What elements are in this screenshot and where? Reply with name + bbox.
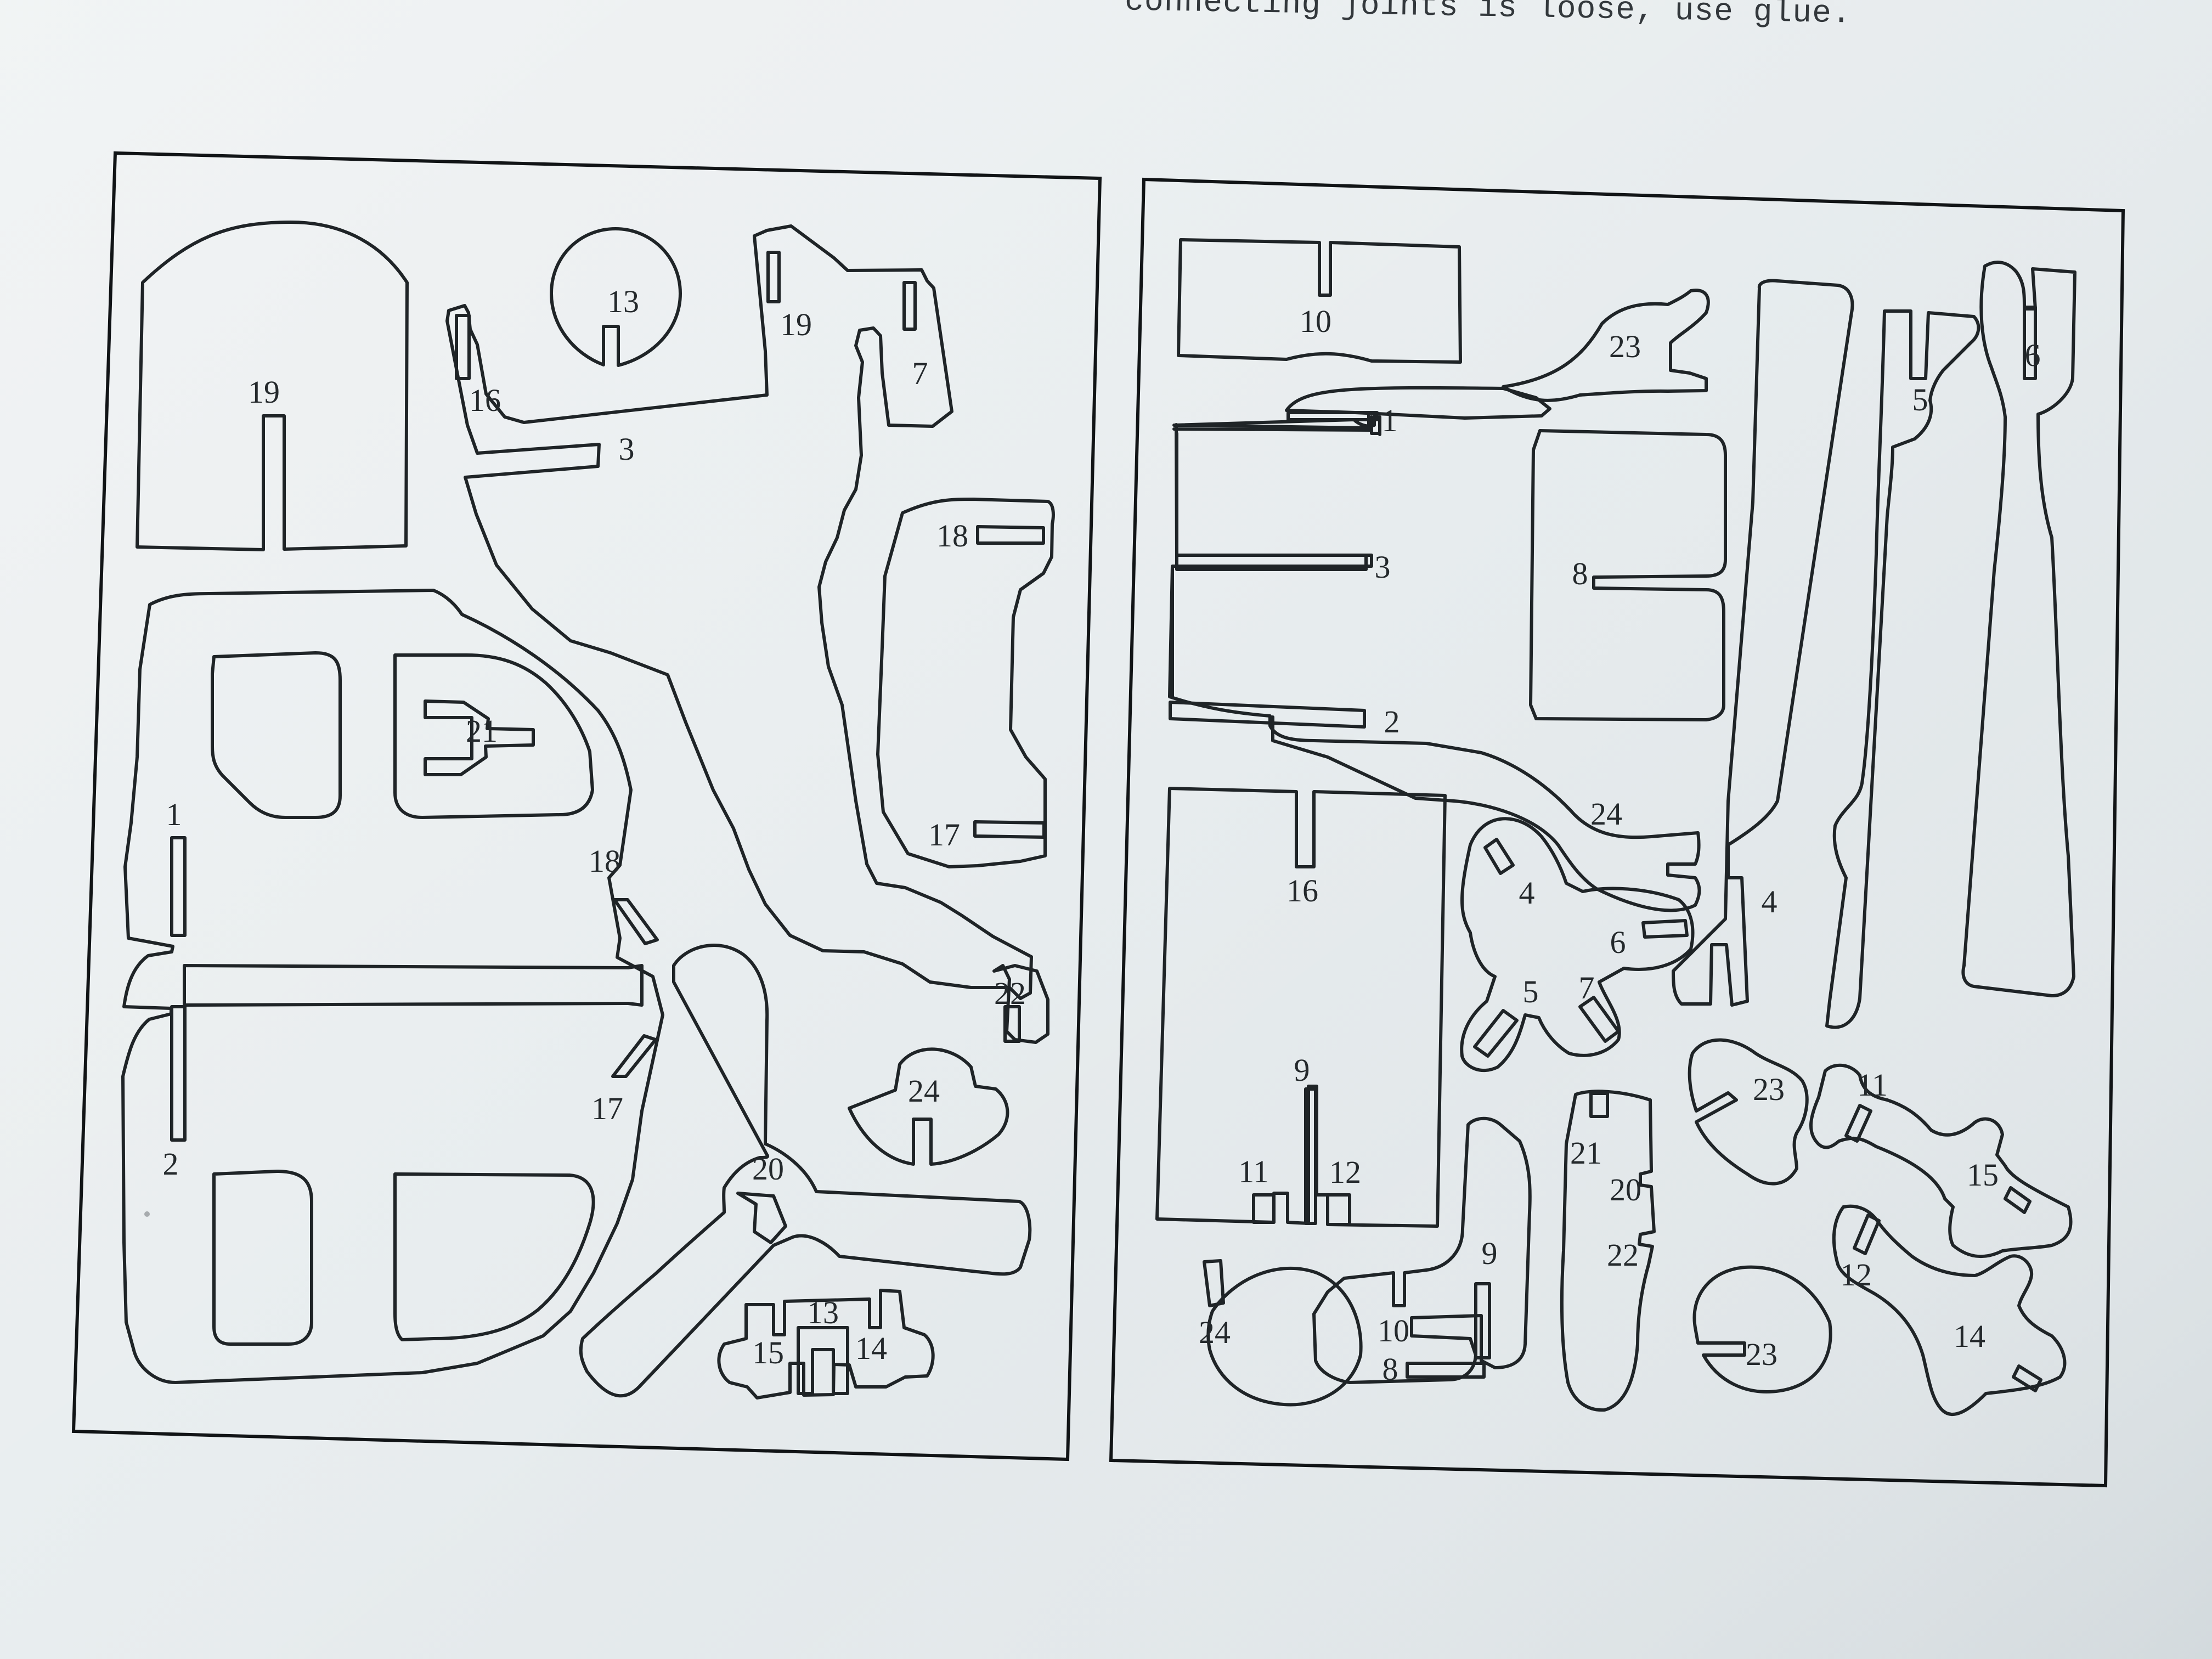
- right-part-12-14: 12 14: [1832, 1204, 2067, 1417]
- left-part-main-frame: 16 3 19 7: [445, 224, 1033, 1000]
- right-part-propeller-cross: 4 6 5 7: [1460, 817, 1695, 1073]
- part-label-4-right-spar: 4: [1762, 884, 1778, 919]
- part-label-15-left: 15: [752, 1335, 784, 1370]
- left-part-side-frame: 18 17: [876, 498, 1055, 868]
- part-label-14-right: 14: [1954, 1318, 1985, 1354]
- right-part-1-2-3-stack: 1 3 2 24: [1168, 386, 1701, 912]
- left-part-24-small: 24: [848, 1047, 1009, 1166]
- right-part-4-spar: 4: [1672, 279, 1854, 1007]
- part-label-2-left: 2: [163, 1146, 179, 1182]
- part-label-14-left: 14: [855, 1330, 887, 1366]
- right-part-23-top: 23: [1502, 289, 1710, 402]
- part-label-24-right-disk: 24: [1199, 1314, 1231, 1350]
- right-part-23-small-a: 23: [1688, 1038, 1809, 1186]
- part-label-17-left-fuselage: 17: [591, 1091, 623, 1126]
- part-label-8-right-bracket: 8: [1383, 1351, 1398, 1387]
- part-label-13-left-disk: 13: [607, 284, 639, 319]
- part-label-23-right-disk-b: 23: [1746, 1336, 1778, 1372]
- part-label-17-left-bottom: 17: [928, 817, 960, 853]
- right-part-9-10-8-bracket: 9 10 8: [1312, 1116, 1532, 1387]
- part-label-22-left: 22: [994, 975, 1026, 1011]
- part-label-7-right-cross: 7: [1579, 970, 1595, 1006]
- part-label-15-right: 15: [1967, 1157, 1999, 1193]
- part-label-7-left: 7: [912, 356, 928, 391]
- part-label-20-right: 20: [1610, 1172, 1641, 1207]
- left-parts-panel: 19 13 16 3 19 7 18 17: [71, 151, 1102, 1462]
- part-label-19-left-frame: 19: [780, 307, 812, 342]
- right-part-11-15: 11 15: [1809, 1063, 2073, 1259]
- part-label-1-left: 1: [166, 797, 182, 832]
- part-label-5-right-cross: 5: [1523, 974, 1539, 1009]
- part-label-23-right-top: 23: [1609, 329, 1641, 364]
- part-label-3-left: 3: [619, 431, 635, 467]
- part-label-11-right-large: 11: [1238, 1154, 1269, 1189]
- left-panel-frame: [71, 151, 1102, 1462]
- right-part-23-disk-b: 23: [1692, 1265, 1832, 1393]
- part-label-1-right: 1: [1382, 403, 1398, 438]
- part-label-13-left-group: 13: [807, 1295, 839, 1330]
- part-label-12-right-large: 12: [1329, 1154, 1361, 1190]
- part-label-8-right-box: 8: [1572, 556, 1588, 591]
- left-part-fuselage: 1 18 17 2 21: [121, 589, 664, 1384]
- right-part-16-large: 16 9 11 12: [1155, 787, 1447, 1228]
- part-label-4-right-cross: 4: [1519, 875, 1535, 911]
- right-panel-frame: [1109, 177, 2125, 1488]
- part-label-9-right-large: 9: [1294, 1052, 1310, 1088]
- part-label-19-left: 19: [248, 374, 280, 410]
- part-label-16-right: 16: [1286, 873, 1318, 909]
- right-part-6-spar: 6: [1961, 261, 2076, 997]
- part-label-3-right: 3: [1375, 549, 1391, 585]
- part-label-21-left: 21: [466, 713, 498, 749]
- right-part-24-disk: 24: [1199, 1259, 1363, 1407]
- right-part-5-spar: 5: [1825, 309, 1980, 1029]
- left-part-13-disk: 13: [550, 227, 682, 367]
- right-part-10-top: 10: [1177, 238, 1462, 364]
- part-label-6-right-cross: 6: [1610, 924, 1626, 960]
- part-label-5-right-spar: 5: [1912, 382, 1928, 417]
- part-label-16-left: 16: [469, 382, 501, 418]
- right-parts-panel: 10 23 1 3 2 24 8: [1109, 177, 2125, 1488]
- part-label-10-right-bracket: 10: [1378, 1313, 1409, 1348]
- right-part-8-box: 8: [1529, 429, 1727, 721]
- part-label-23-right-small-a: 23: [1753, 1071, 1785, 1107]
- right-part-20-21-22-post: 21 20 22: [1560, 1090, 1656, 1412]
- part-label-24-left: 24: [908, 1073, 940, 1109]
- part-label-10-right-top: 10: [1300, 303, 1331, 339]
- left-part-20-rotor: 20: [579, 944, 1032, 1398]
- left-part-19-panel: 19: [136, 221, 409, 551]
- part-label-18-left-fuselage: 18: [589, 843, 620, 879]
- part-label-22-right: 22: [1607, 1237, 1639, 1273]
- left-part-22-tail: 22: [992, 964, 1049, 1044]
- part-label-6-right-spar: 6: [2025, 337, 2041, 373]
- part-label-2-right: 2: [1384, 704, 1400, 740]
- part-label-21-right: 21: [1570, 1135, 1602, 1171]
- part-label-12-right-small: 12: [1840, 1257, 1872, 1293]
- part-label-20-left: 20: [752, 1151, 784, 1187]
- part-label-9-right-bracket: 9: [1482, 1235, 1498, 1271]
- part-label-11-right-small: 11: [1857, 1067, 1888, 1103]
- part-label-24-right-top: 24: [1590, 796, 1622, 832]
- part-label-18-left-top: 18: [936, 518, 968, 554]
- left-part-13-14-15: 13 15 14: [717, 1289, 935, 1400]
